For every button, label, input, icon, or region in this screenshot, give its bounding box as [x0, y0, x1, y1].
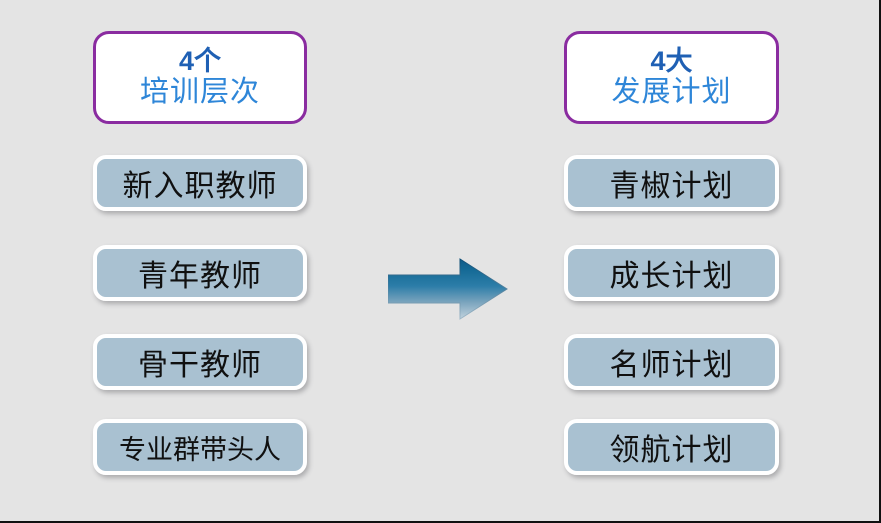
left-item-2[interactable]: 青年教师 [93, 245, 307, 301]
left-header-title: 培训层次 [139, 75, 260, 108]
left-column-header: 4个 培训层次 [93, 31, 307, 124]
right-header-title: 发展计划 [611, 75, 732, 108]
right-header-count: 4大 [650, 45, 693, 76]
left-item-3-label: 骨干教师 [138, 349, 262, 382]
right-item-3-label: 名师计划 [609, 349, 734, 382]
left-item-3[interactable]: 骨干教师 [93, 334, 307, 390]
right-item-4-label: 领航计划 [609, 434, 734, 467]
left-item-4[interactable]: 专业群带头人 [93, 419, 307, 475]
right-item-3[interactable]: 名师计划 [564, 334, 779, 390]
right-item-1[interactable]: 青椒计划 [564, 155, 779, 211]
left-item-1[interactable]: 新入职教师 [93, 155, 307, 211]
right-arrow-icon [388, 255, 508, 323]
left-item-1-label: 新入职教师 [122, 170, 278, 203]
right-item-2-label: 成长计划 [609, 260, 734, 293]
left-item-2-label: 青年教师 [138, 260, 262, 293]
left-header-count: 4个 [178, 45, 222, 76]
right-item-2[interactable]: 成长计划 [564, 245, 779, 301]
left-item-4-label: 专业群带头人 [119, 434, 281, 465]
right-item-1-label: 青椒计划 [609, 170, 734, 203]
right-item-4[interactable]: 领航计划 [564, 419, 779, 475]
right-column-header: 4大 发展计划 [564, 31, 779, 124]
